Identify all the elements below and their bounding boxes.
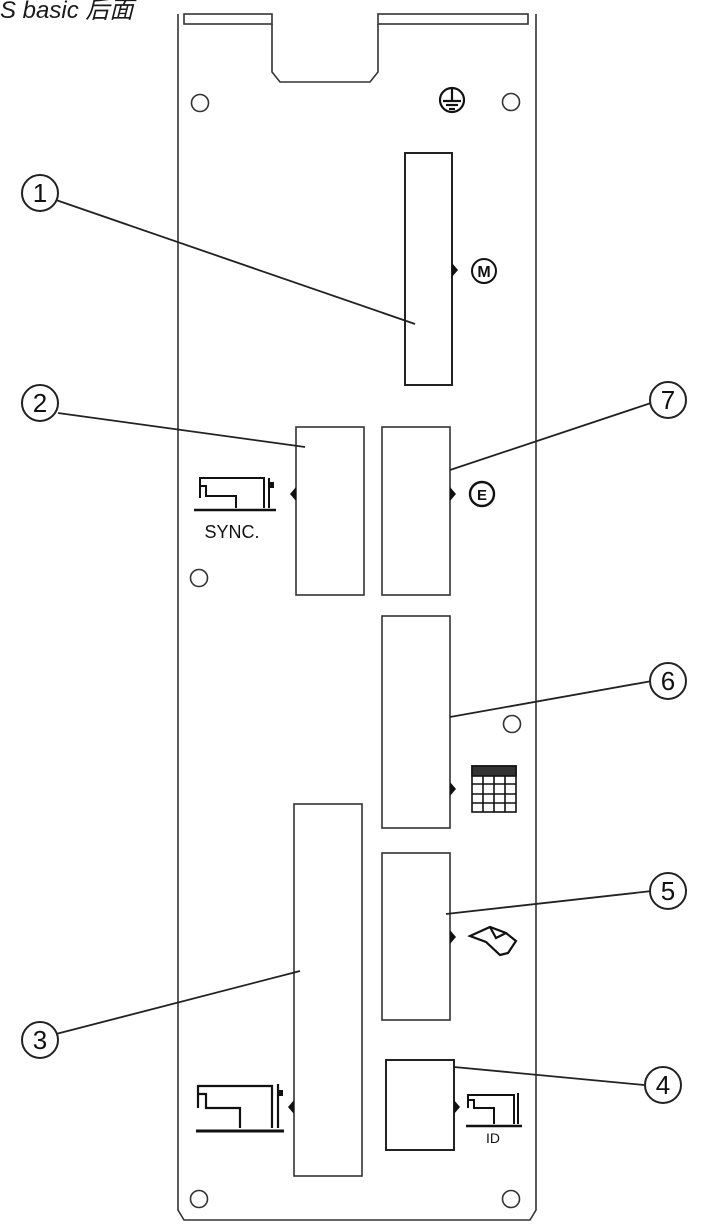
mounting-hole [190, 93, 210, 113]
mounting-hole [189, 568, 209, 588]
connector-sync [295, 426, 365, 596]
svg-text:3: 3 [33, 1025, 47, 1055]
sewing-machine-icon [194, 477, 276, 512]
back-plate [177, 13, 537, 1221]
svg-text:4: 4 [656, 1070, 670, 1100]
callout-3: 3 [21, 1021, 59, 1059]
connector-sewing-machine [293, 803, 363, 1177]
sewing-machine-icon [196, 1084, 284, 1133]
motor-symbol-letter: M [477, 264, 490, 281]
callout-5: 5 [649, 872, 687, 910]
id-label: ID [486, 1130, 500, 1146]
key-notch [454, 1100, 460, 1114]
callout-4: 4 [644, 1066, 682, 1104]
callout-6: 6 [649, 662, 687, 700]
protective-earth-icon [438, 86, 466, 114]
callout-3-leader [55, 970, 301, 1035]
key-notch [450, 782, 456, 796]
connector-motor [404, 152, 453, 386]
mounting-hole [501, 1189, 521, 1209]
mounting-hole [502, 714, 522, 734]
mounting-holes [189, 92, 522, 1209]
svg-text:7: 7 [661, 385, 675, 415]
key-notch [290, 487, 296, 501]
control-panel-icon [471, 765, 517, 813]
callout-leaders [55, 199, 655, 1086]
id-machine-icon [466, 1093, 522, 1128]
callout-1: 1 [21, 174, 59, 212]
motor-m-icon: M [471, 258, 497, 284]
svg-text:6: 6 [661, 666, 675, 696]
diagram-title: S basic 后面 [0, 0, 134, 24]
sync-label: SYNC. [204, 522, 259, 542]
key-notch [450, 487, 456, 501]
key-notch [288, 1100, 294, 1114]
foot-pedal-icon [467, 925, 518, 957]
connector-id [385, 1059, 455, 1151]
svg-text:5: 5 [661, 876, 675, 906]
mounting-hole [189, 1189, 209, 1209]
encoder-e-icon: E [468, 480, 496, 508]
callout-2: 2 [21, 384, 59, 422]
connector-control-panel [381, 615, 451, 829]
connector-encoder [381, 426, 451, 596]
key-notch [450, 930, 456, 944]
callout-7: 7 [649, 381, 687, 419]
mounting-hole [501, 92, 521, 112]
encoder-symbol-letter: E [477, 487, 487, 504]
svg-text:1: 1 [33, 178, 47, 208]
connector-pedal [381, 852, 451, 1021]
key-notch [452, 263, 458, 277]
callout-markers: 1 2 3 4 5 6 7 [21, 174, 687, 1104]
svg-text:2: 2 [33, 388, 47, 418]
